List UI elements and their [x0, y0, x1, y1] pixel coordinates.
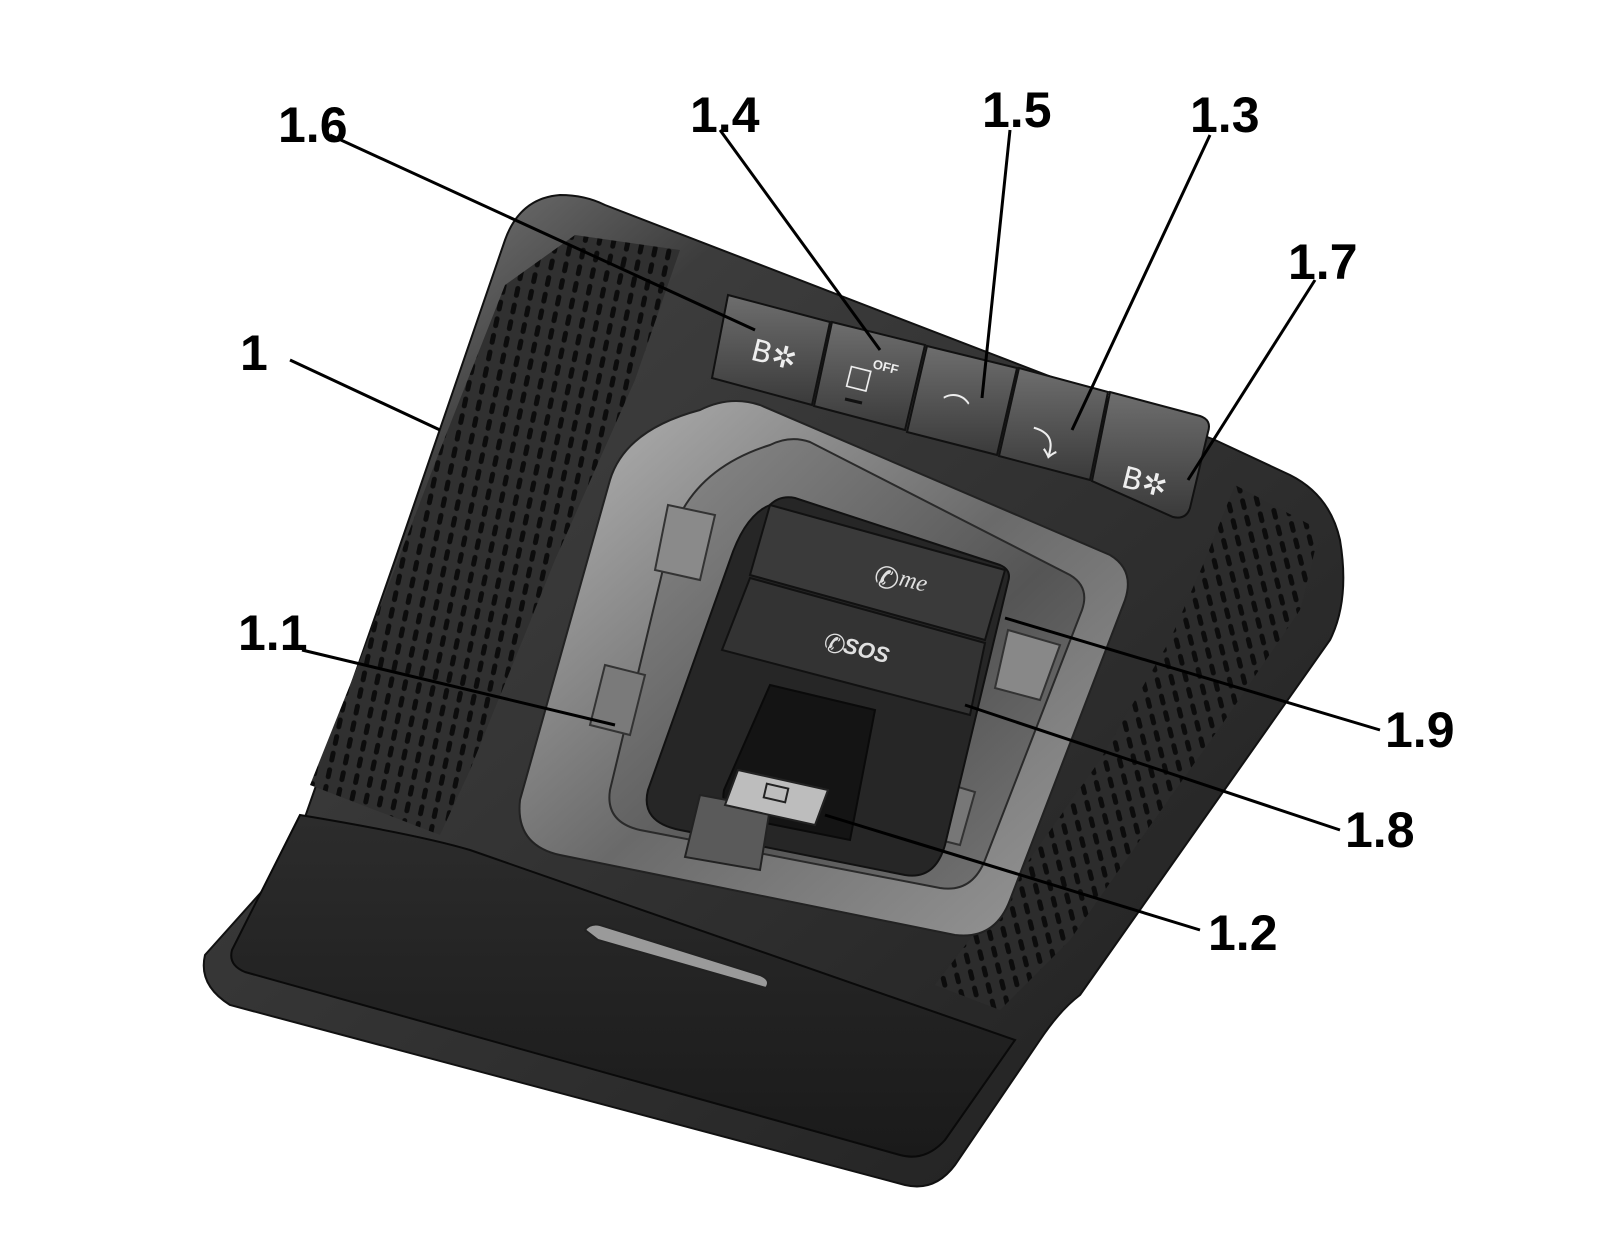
top-button-row: B✲ ☐ OFF ⌒ ⤵ B✲: [710, 293, 1210, 519]
leader-1-8: [964, 703, 1341, 832]
interior-light-button[interactable]: ⌒: [905, 344, 1019, 457]
me-call-button[interactable]: ✆ me: [748, 503, 1007, 642]
callout-1-1: 1.1: [238, 605, 308, 661]
leader-1-1: [301, 648, 616, 727]
callout-1-6: 1.6: [278, 97, 348, 153]
leader-1: [289, 358, 441, 432]
compartment-button[interactable]: [723, 768, 830, 827]
leader-1-6: [329, 133, 756, 332]
callout-1-7: 1.7: [1288, 234, 1358, 290]
callout-1-9: 1.9: [1385, 702, 1455, 758]
left-speaker-grille: [310, 235, 680, 835]
leader-lines: [289, 129, 1381, 932]
leader-1-4: [718, 129, 882, 351]
callout-1-5: 1.5: [982, 82, 1052, 138]
callout-1-8: 1.8: [1345, 802, 1415, 858]
compartment-icon: [762, 782, 790, 804]
callout-1-3: 1.3: [1190, 87, 1260, 143]
sunroof-off-button[interactable]: ☐ OFF: [812, 320, 927, 432]
callout-1-2: 1.2: [1208, 905, 1278, 961]
callout-1-4: 1.4: [690, 87, 760, 143]
front-lid: [230, 813, 1017, 1158]
leader-1-7: [1186, 279, 1317, 481]
reading-lamp-right-button[interactable]: B✲: [1090, 390, 1210, 519]
leader-1-5: [980, 129, 1012, 399]
sos-call-button[interactable]: ✆ SOS: [720, 576, 987, 717]
callout-1: 1: [240, 325, 268, 381]
clip-1-1[interactable]: [588, 663, 647, 737]
lid-release-slot[interactable]: [583, 923, 769, 990]
leader-1-2: [824, 813, 1201, 932]
leader-1-9: [1004, 616, 1381, 732]
leader-1-3: [1070, 134, 1212, 431]
sunroof-off-label: OFF: [871, 356, 900, 377]
sunshade-button[interactable]: ⤵: [997, 366, 1110, 482]
